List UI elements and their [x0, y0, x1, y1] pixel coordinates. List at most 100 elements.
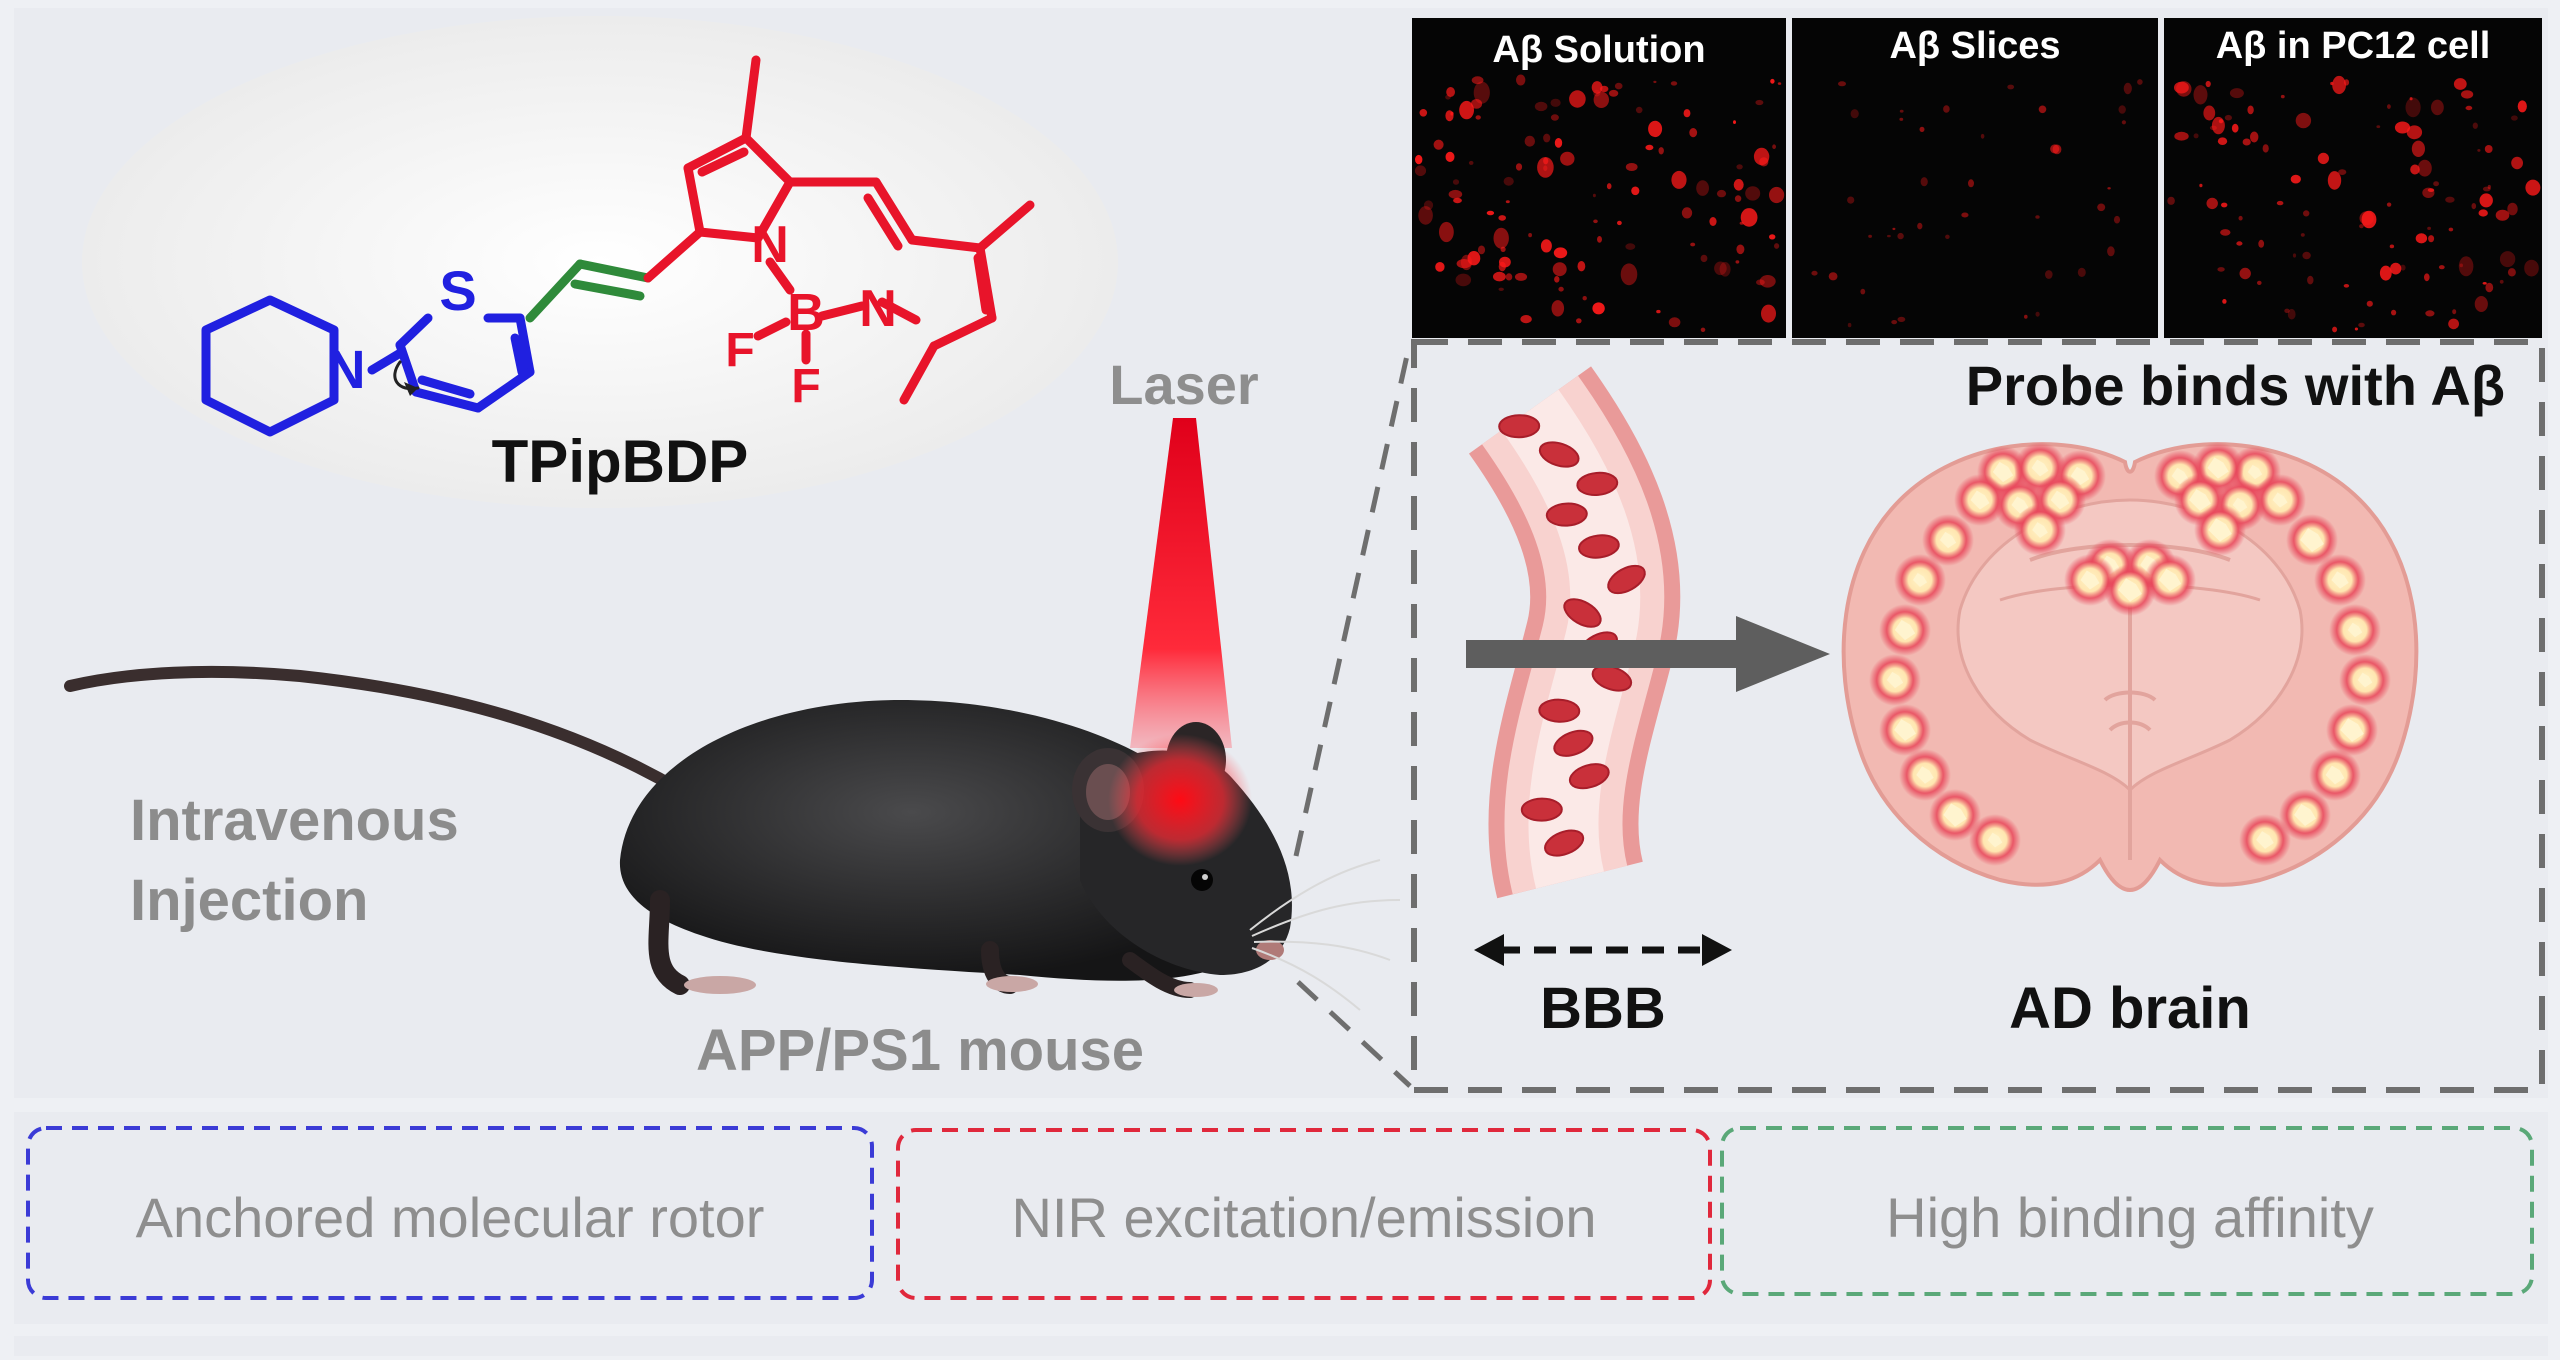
fluorescence-speck	[1700, 254, 1708, 263]
fluorescence-speck	[1736, 244, 1745, 255]
fluorescence-speck	[2300, 233, 2305, 237]
fluorescence-speck	[1716, 189, 1727, 198]
fluorescence-speck	[2389, 244, 2395, 249]
mouse-illustration	[64, 665, 1401, 1011]
fluorescence-specks	[1414, 74, 2541, 333]
fluorescence-speck	[2205, 80, 2211, 88]
fluorescence-speck	[2176, 81, 2192, 97]
fluorescence-speck	[2221, 202, 2228, 208]
fluorescence-speck	[2097, 203, 2106, 212]
fluorescence-speck	[1498, 215, 1506, 221]
fluorescence-speck	[1448, 189, 1463, 199]
fluorescence-speck	[2250, 131, 2259, 143]
fluorescence-speck	[1733, 120, 1736, 124]
fluorescence-speck	[2433, 181, 2440, 187]
feature-text-nir: NIR excitation/emission	[1011, 1186, 1596, 1249]
fluorescence-speck	[1700, 327, 1706, 332]
fluorescence-speck	[1745, 186, 1761, 201]
fluorescence-speck	[1761, 304, 1776, 323]
fluorescence-speck	[2410, 164, 2420, 175]
fluorescence-speck	[2390, 262, 2402, 275]
fluorescence-speck	[2358, 322, 2365, 328]
fluorescence-speck	[2474, 296, 2488, 312]
fluorescence-speck	[1620, 263, 1638, 286]
fluorescence-speck	[1838, 81, 1846, 87]
fluorescence-speck	[1961, 212, 1969, 218]
micrograph-solution	[1412, 18, 1786, 338]
red-blood-cell	[1545, 502, 1588, 527]
fluorescence-speck	[2507, 202, 2518, 216]
fluorescence-speck	[2050, 144, 2060, 154]
fluorescence-speck	[1899, 109, 1904, 113]
mouse-front-paw-1	[986, 976, 1038, 992]
fluorescence-speck	[2425, 310, 2435, 317]
fluorescence-speck	[2193, 133, 2199, 139]
fluorescence-speck	[2482, 282, 2487, 285]
fluorescence-speck	[2499, 279, 2504, 284]
fluorescence-speck	[1683, 109, 1691, 118]
bodipy-core	[643, 55, 1035, 405]
fluorescence-speck	[2394, 121, 2411, 134]
crossing-arrow	[1466, 616, 1830, 692]
fluorescence-speck	[1477, 245, 1486, 255]
fluorescence-speck	[1828, 272, 1838, 281]
fluorescence-speck	[1534, 101, 1548, 112]
fluorescence-speck	[1582, 296, 1587, 301]
fluorescence-speck	[1919, 126, 1925, 132]
fluorescence-speck	[2035, 215, 2040, 219]
fluorescence-speck	[2448, 318, 2460, 330]
fluorescence-speck	[2343, 79, 2350, 86]
fluorescence-speck	[1499, 256, 1511, 268]
fluorescence-speck	[1689, 128, 1698, 138]
fluorescence-speck	[2276, 200, 2284, 206]
mouse-front-paw-2	[1174, 983, 1218, 997]
feature-text-affinity: High binding affinity	[1886, 1186, 2374, 1249]
mouse-whiskers	[1249, 859, 1401, 1011]
fluorescence-speck	[1696, 180, 1709, 196]
fluorescence-speck	[1592, 193, 1596, 198]
fluorescence-speck	[2257, 280, 2262, 285]
fluorescence-speck	[1606, 183, 1612, 190]
fluorescence-speck	[1899, 117, 1904, 121]
fluorescence-speck	[1435, 262, 1445, 272]
red-blood-cell	[1607, 564, 1646, 595]
red-blood-cell	[1553, 729, 1594, 757]
nitrogen-atom-label: N	[327, 340, 366, 400]
fluorescence-speck	[2409, 97, 2413, 101]
fluorescence-speck	[1445, 151, 1455, 162]
fluorescence-speck	[2472, 122, 2478, 129]
fluorescence-speck	[1473, 81, 1490, 104]
fluorescence-speck	[2453, 78, 2467, 90]
fluorescence-speck	[1551, 300, 1565, 317]
red-blood-cell	[1568, 763, 1610, 790]
fluorescence-speck	[2485, 282, 2494, 293]
fluorescence-speck	[1740, 208, 1758, 227]
fluorescence-speck	[1847, 196, 1855, 204]
fluorescence-speck	[2118, 105, 2126, 114]
fluorescence-speck	[1433, 139, 1444, 150]
bodipy-nitrogen-2: N	[859, 280, 897, 338]
fluorescence-speck	[1755, 99, 1764, 106]
fluorescence-speck	[1625, 243, 1636, 250]
fluorescence-speck	[2406, 125, 2423, 140]
fluorescence-speck	[1645, 144, 1654, 151]
fluorescence-speck	[2484, 145, 2493, 153]
fluorescence-speck	[2495, 209, 2510, 221]
red-blood-cell	[1563, 598, 1602, 628]
fluorescence-speck	[2174, 131, 2189, 141]
red-blood-cell	[1520, 797, 1563, 822]
fluorescence-speck	[1560, 151, 1575, 166]
fluorescence-speck	[1892, 227, 1896, 231]
fluorescence-speck	[1739, 221, 1744, 225]
fluorescence-speck	[2174, 81, 2189, 94]
fluorescence-speck	[1470, 99, 1483, 109]
fluorescence-speck	[2415, 233, 2428, 244]
fluorescence-speck	[2524, 259, 2539, 277]
fluorescence-speck	[1520, 315, 1532, 324]
fluorescence-speck	[2424, 273, 2430, 282]
fluorine-atom-label-1: F	[725, 324, 754, 377]
fluorescence-speck	[1736, 164, 1743, 170]
fluorescence-speck	[1528, 233, 1532, 238]
fluorescence-speck	[2448, 227, 2454, 232]
